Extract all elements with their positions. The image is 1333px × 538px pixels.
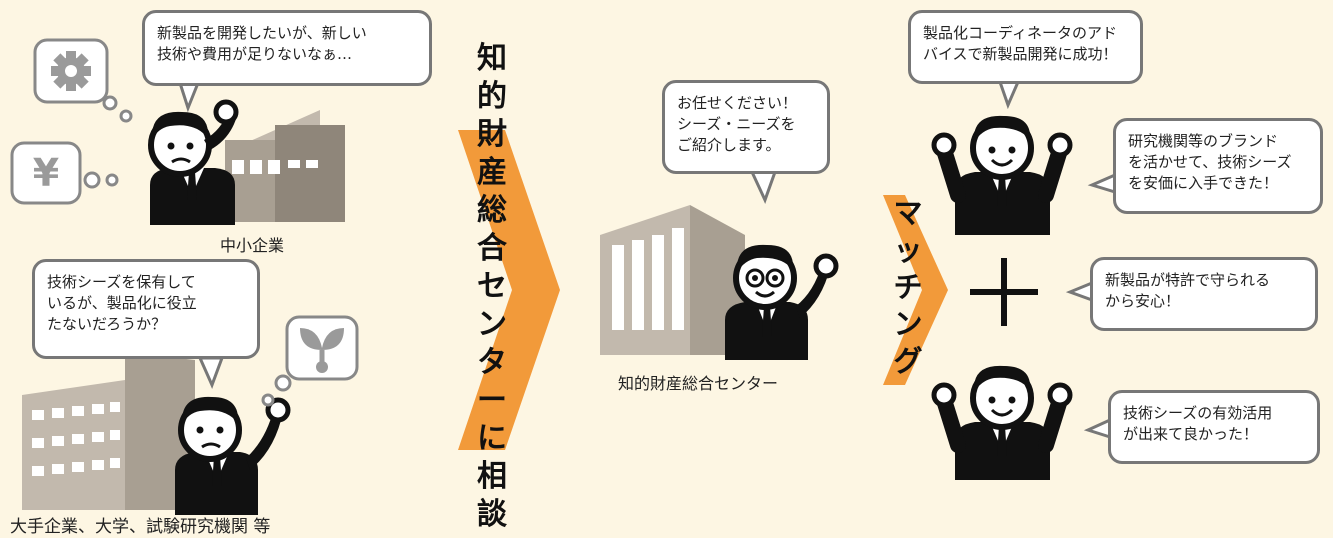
sprout-icon — [300, 328, 344, 373]
yen-icon: ¥ — [33, 151, 59, 195]
center-offer-bubble: お任せください！ シーズ・ニーズを ご紹介します。 — [662, 80, 830, 174]
arrow-char: 相 — [477, 459, 507, 494]
sme-worry-bubble: 新製品を開発したいが、新しい 技術や費用が足りないなぁ… — [142, 10, 432, 86]
big-org-label: 大手企業、大学、試験研究機関 等 — [10, 517, 271, 537]
worried-researcher-person — [175, 396, 291, 515]
arrow-char: ッ — [893, 233, 923, 267]
plus-icon — [970, 258, 1038, 326]
arrow-char: 合 — [477, 231, 507, 266]
happy-sme-person — [931, 115, 1073, 235]
university-buildings — [22, 352, 195, 510]
coordinator-person — [725, 244, 839, 360]
patent-bubble: 新製品が特許で守られる から安心！ — [1090, 257, 1318, 331]
arrow-char: 財 — [477, 117, 507, 152]
arrow-char: セ — [477, 269, 507, 304]
seeds-used-bubble: 技術シーズの有効活用 が出来て良かった！ — [1108, 390, 1320, 464]
arrow-char: 的 — [477, 79, 507, 114]
arrow-char: グ — [893, 344, 923, 378]
sme-label: 中小企業 — [220, 236, 285, 255]
happy-researcher-person — [931, 365, 1073, 480]
arrow-char: 談 — [477, 497, 507, 532]
matching-arrow-text: マッチング — [888, 195, 928, 380]
consult-arrow — [458, 130, 560, 450]
big-worry-bubble: 技術シーズを保有して いるが、製品化に役立 たないだろうか？ — [32, 259, 260, 359]
worried-sme-person — [148, 99, 239, 225]
center-building — [600, 205, 745, 355]
gear-icon — [51, 51, 91, 91]
matching-arrow — [883, 195, 948, 385]
coordinator-bubble: 製品化コーディネータのアド バイスで新製品開発に成功！ — [908, 10, 1143, 84]
factory-building — [225, 110, 345, 222]
arrow-char: ー — [477, 383, 507, 418]
arrow-char: マ — [893, 196, 923, 230]
brand-bubble: 研究機関等のブランド を活かせて、技術シーズ を安価に入手できた！ — [1113, 118, 1323, 214]
arrow-char: タ — [477, 345, 507, 380]
consult-arrow-text: 知的財産総合センターに相談 — [470, 40, 514, 534]
arrow-char: に — [477, 421, 507, 456]
yen-thought — [10, 141, 119, 205]
center-label: 知的財産総合センター — [618, 374, 779, 393]
arrow-char: ン — [477, 307, 507, 342]
arrow-char: 知 — [477, 41, 507, 76]
arrow-char: チ — [893, 270, 923, 304]
arrow-char: 産 — [477, 155, 507, 190]
arrow-char: ン — [893, 307, 923, 341]
arrow-char: 総 — [477, 193, 507, 228]
